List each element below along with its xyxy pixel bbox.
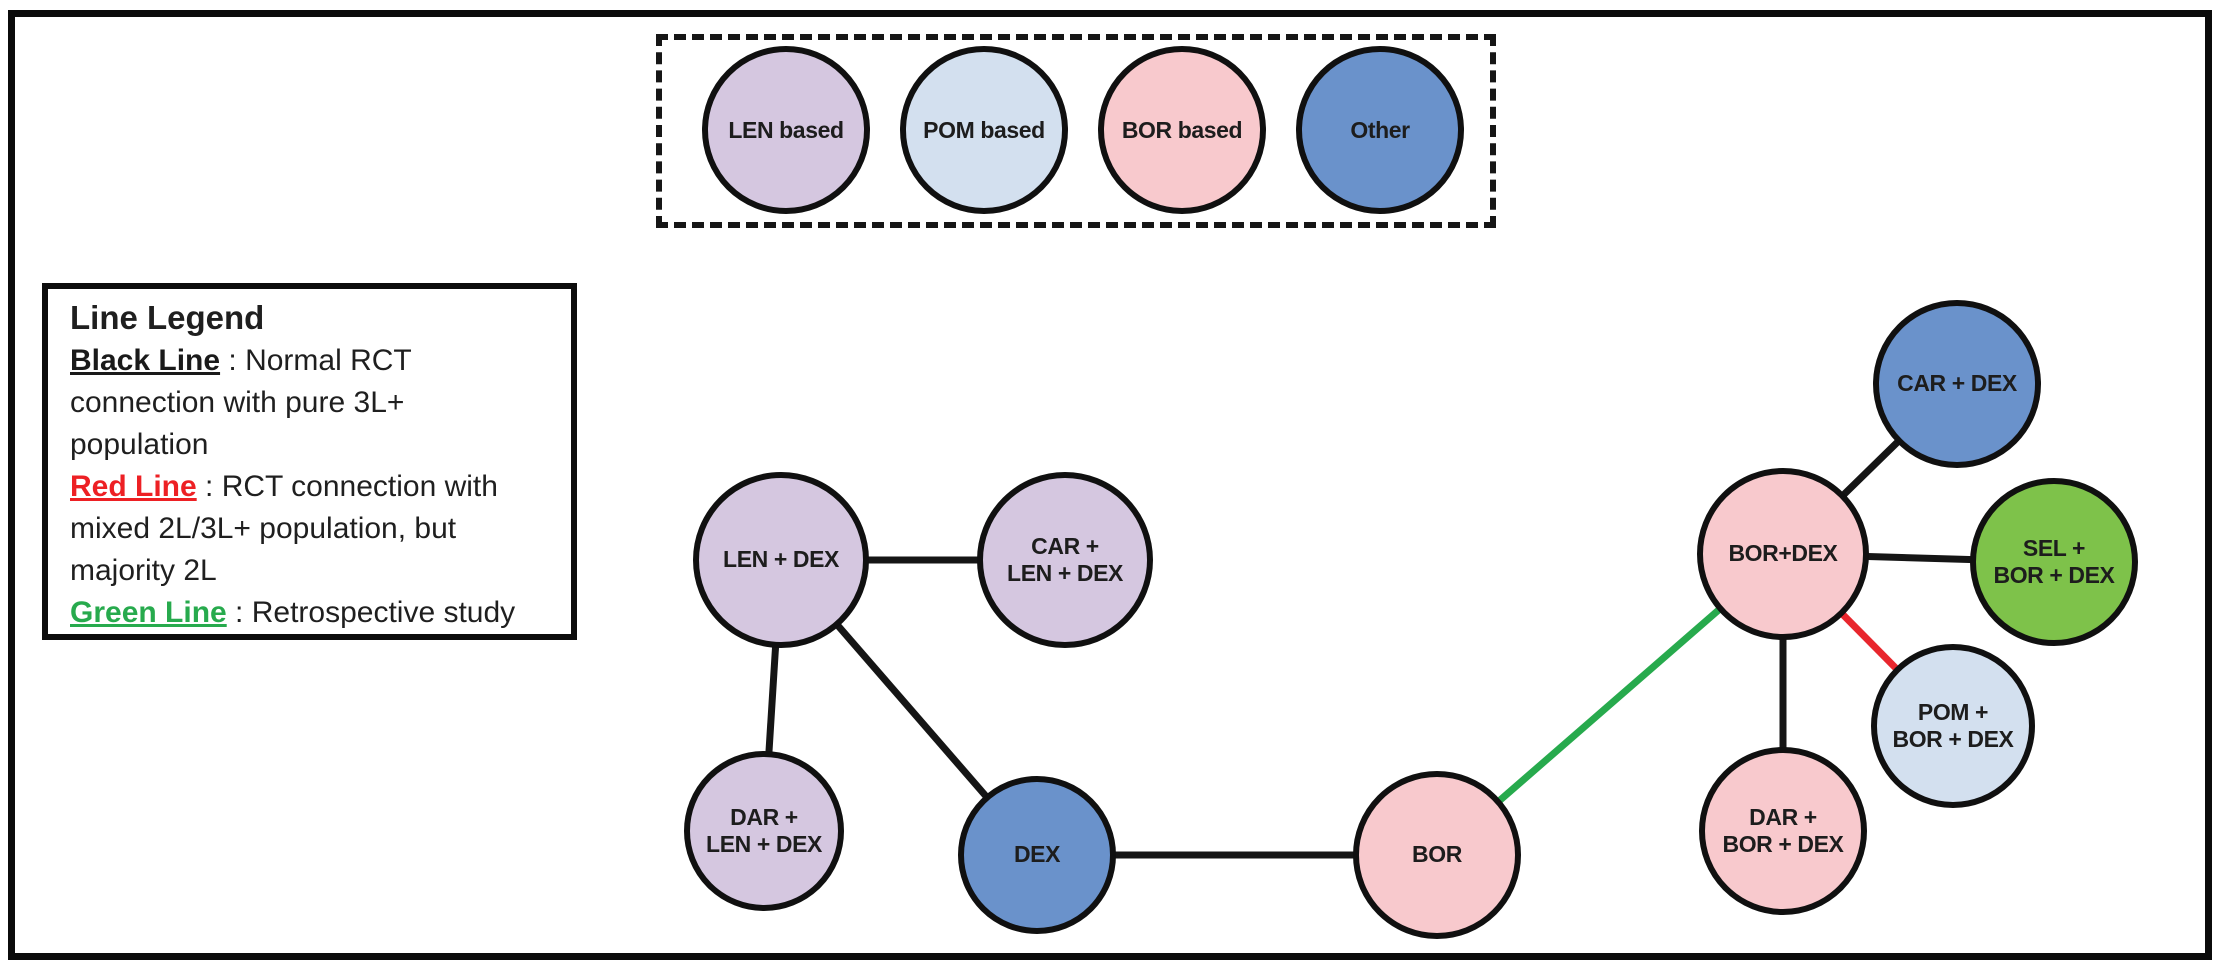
node-pom_bor_dex: POM + BOR + DEX	[1871, 644, 2035, 808]
node-car_len_dex: CAR + LEN + DEX	[977, 472, 1153, 648]
line-legend-entry-black: Black Line : Normal RCT connection with …	[70, 340, 549, 466]
node-label: DAR + LEN + DEX	[706, 803, 822, 857]
node-label: CAR + LEN + DEX	[1007, 532, 1123, 586]
node-label: POM + BOR + DEX	[1892, 698, 2014, 752]
node-label: BOR	[1412, 841, 1462, 868]
line-legend-term-black: Black Line	[70, 344, 221, 377]
node-bor_dex: BOR+DEX	[1697, 468, 1869, 640]
node-label: BOR+DEX	[1728, 540, 1838, 567]
line-legend-term-red: Red Line	[70, 470, 197, 503]
node-type-legend: LEN based POM based BOR based Other	[656, 34, 1496, 228]
node-label: LEN + DEX	[723, 546, 839, 573]
line-legend-box: Line Legend Black Line : Normal RCT conn…	[42, 283, 577, 640]
node-label: SEL + BOR + DEX	[1993, 534, 2115, 588]
line-legend-description-green: : Retrospective study	[226, 596, 516, 629]
legend-node-label: BOR based	[1121, 116, 1243, 143]
node-sel_bor_dex: SEL + BOR + DEX	[1970, 478, 2138, 646]
node-dar_len_dex: DAR + LEN + DEX	[684, 751, 844, 911]
line-legend-title: Line Legend	[70, 299, 265, 336]
line-legend-description-black: : Normal RCT connection with pure 3L+ po…	[70, 344, 412, 461]
node-len_dex: LEN + DEX	[693, 472, 869, 648]
legend-node-bor-based: BOR based	[1098, 46, 1266, 214]
legend-node-len-based: LEN based	[702, 46, 870, 214]
node-dar_bor_dex: DAR + BOR + DEX	[1699, 747, 1867, 915]
node-bor: BOR	[1353, 771, 1521, 939]
node-label: DEX	[1013, 841, 1061, 868]
legend-node-label: POM based	[923, 116, 1045, 143]
node-car_dex: CAR + DEX	[1873, 300, 2041, 468]
node-dex: DEX	[958, 776, 1116, 934]
legend-node-other: Other	[1296, 46, 1464, 214]
legend-node-pom-based: POM based	[900, 46, 1068, 214]
line-legend-entry-green: Green Line : Retrospective study	[70, 592, 549, 634]
line-legend-entry-red: Red Line : RCT connection with mixed 2L/…	[70, 466, 549, 592]
node-label: CAR + DEX	[1897, 370, 2017, 397]
line-legend-term-green: Green Line	[70, 596, 227, 629]
node-label: DAR + BOR + DEX	[1722, 803, 1844, 857]
legend-node-label: Other	[1350, 116, 1410, 143]
legend-node-label: LEN based	[728, 116, 844, 143]
line-legend-description-red: : RCT connection with mixed 2L/3L+ popul…	[70, 470, 498, 587]
